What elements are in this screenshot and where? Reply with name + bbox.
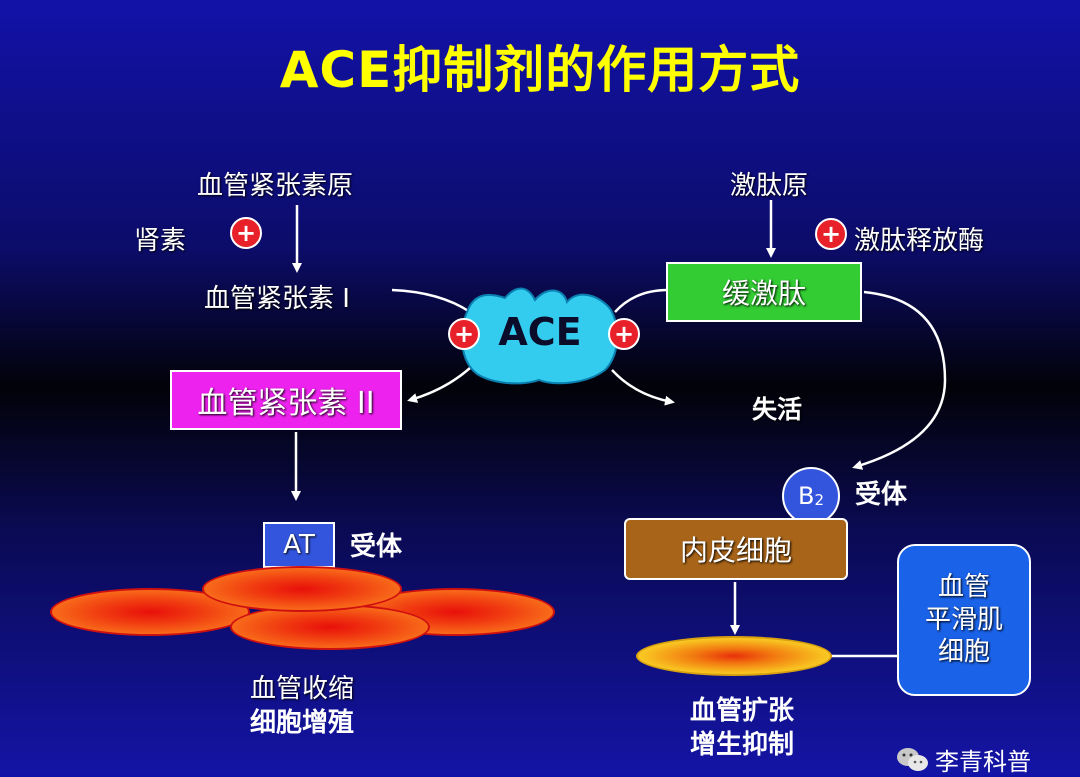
dilated-vessel-cell	[636, 636, 832, 676]
arrow-ace-to-inactivation	[611, 369, 675, 406]
proliferation-label: 细胞增殖	[250, 708, 355, 738]
angiotensin1-label: 血管紧张素 I	[204, 284, 350, 314]
arrow-ace-to-ang2	[407, 367, 471, 403]
plus-icon: +	[608, 318, 640, 350]
angiotensinogen-label: 血管紧张素原	[197, 171, 354, 201]
page-title: ACE抑制剂的作用方式	[279, 41, 801, 99]
watermark-text: 李青科普	[935, 748, 1031, 776]
bradykinin-box: 缓激肽	[666, 262, 862, 322]
ace-enzyme-shape	[460, 287, 619, 385]
smooth-muscle-line1: 血管	[937, 572, 990, 603]
b2-receptor-caption: 受体	[855, 480, 908, 510]
smooth-muscle-line2: 平滑肌	[924, 604, 1003, 635]
smooth-muscle-cell	[202, 566, 402, 612]
plus-icon: +	[448, 318, 480, 350]
arrow-bradykinin-to-b2	[852, 290, 947, 470]
vasoconstriction-label: 血管收缩	[250, 674, 355, 704]
angiotensin2-label: 血管紧张素 II	[197, 386, 375, 421]
wechat-icon	[897, 747, 928, 771]
smooth-muscle-line3: 细胞	[937, 637, 990, 668]
line-bradykinin-to-ace	[614, 288, 669, 313]
renin-label: 肾素	[134, 226, 187, 256]
ace-label: ACE	[498, 310, 582, 354]
endothelial-cell-box: 内皮细胞	[624, 518, 848, 580]
at-receptor-box: AT	[263, 522, 335, 568]
kallikrein-label: 激肽释放酶	[854, 226, 985, 256]
proliferation-inhibition-label: 增生抑制	[690, 730, 795, 760]
bradykinin-label: 缓激肽	[721, 277, 806, 310]
kininogen-label: 激肽原	[730, 171, 809, 201]
vasodilation-label: 血管扩张	[690, 696, 795, 726]
at-receptor-label: AT	[283, 530, 315, 560]
endothelial-cell-label: 内皮细胞	[679, 534, 792, 567]
watermark: 李青科普	[895, 742, 1031, 777]
line-ang1-to-ace	[391, 288, 471, 314]
plus-icon: +	[230, 217, 262, 249]
angiotensin2-box: 血管紧张素 II	[170, 370, 402, 430]
b2-receptor-letter: B	[797, 482, 815, 510]
plus-icon: +	[815, 218, 847, 250]
at-receptor-caption: 受体	[350, 532, 403, 562]
inactivation-label: 失活	[752, 395, 803, 424]
b2-receptor-subscript: 2	[814, 491, 824, 509]
smooth-muscle-box: 血管 平滑肌 细胞	[897, 544, 1031, 696]
